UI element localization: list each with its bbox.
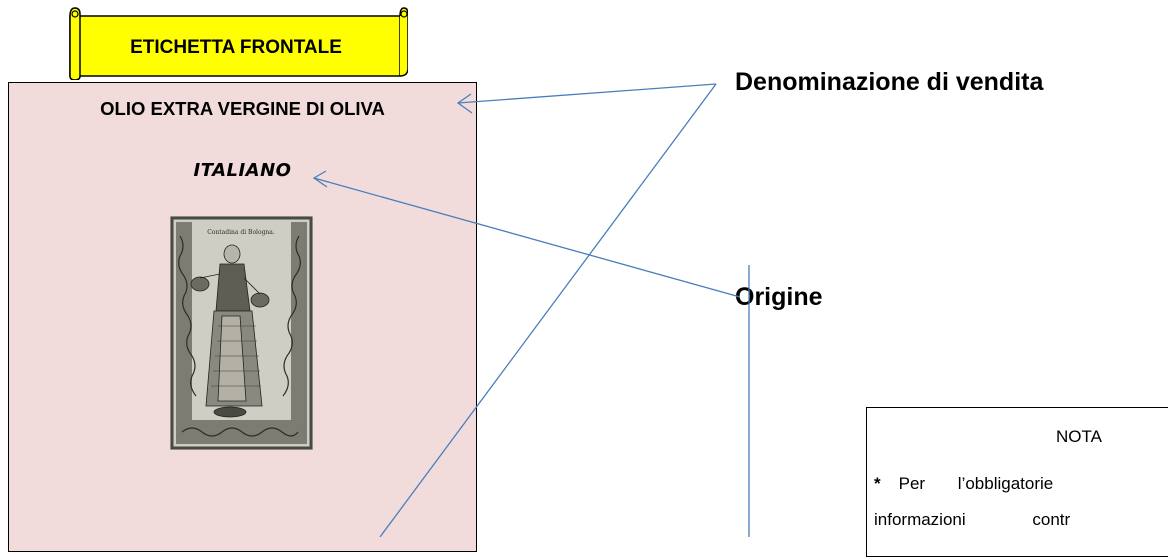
- note-asterisk: *: [874, 474, 881, 493]
- product-name: OLIO EXTRA VERGINE DI OLIVA: [100, 98, 385, 119]
- arrow-denominazione: [457, 83, 717, 104]
- arrowhead-denominazione: [456, 93, 473, 114]
- note-line-1-text: Per l’obbligatorie: [898, 474, 1054, 493]
- arrow-origine: [313, 177, 741, 298]
- scroll-banner: [69, 7, 408, 80]
- note-line-1: * Per l’obbligatorie: [874, 474, 1168, 494]
- note-line-2: informazioni contr: [874, 510, 1071, 529]
- origin-text: ITALIANO: [193, 160, 292, 181]
- woodcut-caption: Contadina di Bologna.: [207, 229, 275, 236]
- woodcut-illustration: Contadina di Bologna.: [170, 216, 313, 450]
- line-to-lower-label: [379, 83, 717, 537]
- note-box: [866, 407, 1168, 557]
- callout-denominazione: Denominazione di vendita: [735, 68, 1044, 96]
- connector-lines: [312, 83, 750, 537]
- note-title: NOTA: [1056, 427, 1102, 446]
- banner-title: ETICHETTA FRONTALE: [130, 37, 342, 58]
- arrowhead-origine: [312, 170, 328, 188]
